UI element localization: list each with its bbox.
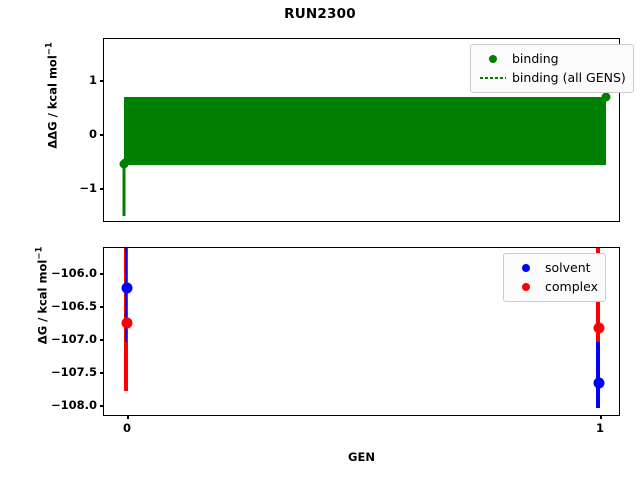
bottom-ylabel-exponent: −1	[34, 246, 45, 260]
legend-label-complex: complex	[545, 279, 598, 294]
bottom-ytick-label-106-0: −106.0	[50, 266, 97, 280]
top-ylabel-text: ΔΔG / kcal mol	[45, 55, 60, 149]
top-panel-axes: 1 0 −1 binding binding (all GENS)	[79, 38, 634, 222]
bottom-ytick-label-106-5: −106.5	[50, 299, 97, 313]
complex-marker-gen0	[121, 317, 133, 329]
bottom-panel-plot-area	[104, 248, 619, 415]
complex-marker-gen1	[593, 322, 605, 334]
binding-all-gens-band	[124, 97, 606, 165]
legend-item-binding: binding	[478, 49, 626, 68]
solvent-errorbar-gen1	[596, 342, 600, 408]
binding-marker-gen0	[119, 159, 129, 169]
bottom-ytick-label-108-0: −108.0	[50, 398, 97, 412]
top-ylabel-exponent: −1	[44, 42, 55, 56]
top-ytick-label-1: 1	[88, 73, 97, 87]
red-dot-icon	[511, 282, 541, 291]
top-ytick-mark-0	[100, 134, 104, 136]
top-panel-legend: binding binding (all GENS)	[470, 44, 634, 93]
bottom-ytick-label-107-5: −107.5	[50, 365, 97, 379]
complex-errorbar-gen1	[596, 248, 600, 372]
top-ytick-mark-1	[100, 80, 104, 82]
bottom-ytick-label-107-0: −107.0	[50, 332, 97, 346]
top-panel-ylabel: ΔΔG / kcal mol−1	[45, 35, 60, 155]
blue-dot-icon	[511, 263, 541, 272]
page-title: RUN2300	[284, 6, 356, 22]
legend-item-complex: complex	[511, 277, 598, 296]
top-ytick-label-neg1: −1	[79, 181, 97, 195]
legend-label-binding-all-gens: binding (all GENS)	[512, 70, 626, 85]
bottom-ytick-mark-108-0	[100, 405, 104, 407]
bottom-ylabel-text: ΔG / kcal mol	[35, 259, 50, 345]
bottom-ytick-mark-106-0	[100, 273, 104, 275]
bottom-panel-ylabel: ΔG / kcal mol−1	[35, 215, 50, 375]
top-ytick-label-0: 0	[88, 127, 97, 141]
legend-label-solvent: solvent	[545, 260, 591, 275]
legend-label-binding: binding	[512, 51, 559, 66]
bottom-panel-legend: solvent complex	[503, 253, 606, 302]
xtick-label-1: 1	[595, 421, 605, 435]
legend-item-solvent: solvent	[511, 258, 598, 277]
xtick-mark-0	[127, 415, 129, 419]
bottom-ytick-mark-107-0	[100, 339, 104, 341]
solvent-errorbar-gen0	[125, 248, 127, 342]
binding-marker-gen1	[601, 92, 611, 102]
legend-item-binding-all-gens: binding (all GENS)	[478, 68, 626, 87]
xtick-label-0: 0	[122, 421, 132, 435]
bottom-panel-axes: −106.0 −106.5 −107.0 −107.5 −108.0 0 1 s…	[51, 247, 620, 435]
top-ytick-mark-neg1	[100, 188, 104, 190]
solvent-marker-gen0	[121, 282, 133, 294]
xtick-mark-1	[600, 415, 602, 419]
bottom-ytick-mark-106-5	[100, 306, 104, 308]
bottom-ytick-mark-107-5	[100, 372, 104, 374]
binding-errorbar-gen0	[122, 159, 126, 216]
green-dot-icon	[478, 54, 508, 63]
top-panel-plot-area	[104, 39, 619, 221]
x-axis-label: GEN	[348, 450, 375, 464]
solvent-marker-gen1	[593, 377, 605, 389]
green-dotted-line-icon	[478, 76, 508, 79]
